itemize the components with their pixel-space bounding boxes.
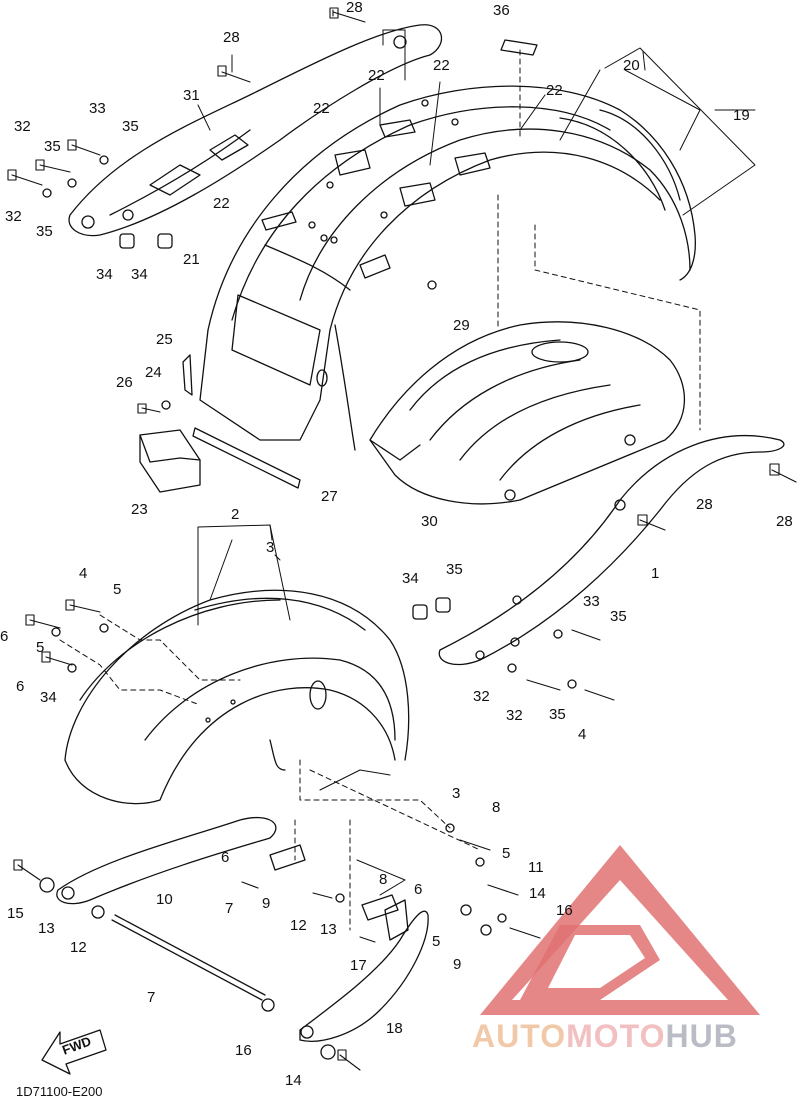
callout-number: 25 xyxy=(156,331,173,348)
callout-number: 33 xyxy=(583,593,600,610)
callout-number: 8 xyxy=(492,799,501,816)
axle-17 xyxy=(111,914,266,1001)
callout-number: 33 xyxy=(89,100,106,117)
callout-number: 6 xyxy=(221,849,230,866)
watermark-text: AUTOMOTOHUB xyxy=(472,1018,738,1055)
callout-number: 13 xyxy=(320,921,337,938)
callout-number: 1 xyxy=(651,565,660,582)
callout-number: 11 xyxy=(528,859,544,876)
license-parts xyxy=(139,354,301,493)
callout-number: 22 xyxy=(213,195,230,212)
fork-stay-right xyxy=(299,910,429,1042)
callout-number: 30 xyxy=(421,513,438,530)
callout-number: 13 xyxy=(38,920,55,937)
callout-number: 2 xyxy=(231,506,240,523)
watermark-logo xyxy=(480,845,760,1015)
bolts xyxy=(7,7,797,1071)
callout-number: 5 xyxy=(113,581,122,598)
rail-30 xyxy=(438,435,785,666)
callout-number: 20 xyxy=(623,57,640,74)
callout-number: 35 xyxy=(44,138,61,155)
callout-number: 32 xyxy=(506,707,523,724)
callout-number: 5 xyxy=(502,845,511,862)
callout-number: 35 xyxy=(122,118,139,135)
collars xyxy=(39,155,577,1060)
callout-number: 35 xyxy=(549,706,566,723)
callout-number: 32 xyxy=(473,688,490,705)
callout-number: 22 xyxy=(433,57,450,74)
callout-number: 24 xyxy=(145,364,162,381)
callout-number: 26 xyxy=(116,374,133,391)
callout-number: 14 xyxy=(529,885,546,902)
rear-fender xyxy=(199,39,696,451)
callout-number: 14 xyxy=(285,1072,302,1089)
callout-number: 3 xyxy=(452,785,461,802)
callout-number: 28 xyxy=(696,496,713,513)
fender-liner-27 xyxy=(369,321,686,505)
callout-number: 19 xyxy=(733,107,750,124)
fork-stay-left xyxy=(56,816,277,905)
callout-number: 28 xyxy=(346,0,363,16)
callout-number: 35 xyxy=(446,561,463,578)
callout-number: 8 xyxy=(379,871,388,888)
callout-number: 22 xyxy=(313,100,330,117)
callout-number: 5 xyxy=(432,933,441,950)
callout-number: 18 xyxy=(386,1020,403,1037)
leader-lines xyxy=(59,49,701,931)
bracket-31 xyxy=(68,24,443,237)
callout-number: 34 xyxy=(96,266,113,283)
watermark-part-hub: HUB xyxy=(665,1018,738,1054)
small-brackets xyxy=(269,844,409,941)
callout-number: 4 xyxy=(79,565,88,582)
callout-number: 21 xyxy=(183,251,200,268)
callout-number: 34 xyxy=(40,689,57,706)
callout-number: 6 xyxy=(0,628,9,645)
callout-number: 22 xyxy=(546,82,563,99)
callout-number: 36 xyxy=(493,2,510,19)
callout-number: 10 xyxy=(156,891,173,908)
callout-number: 27 xyxy=(321,488,338,505)
callout-number: 12 xyxy=(70,939,87,956)
callout-number: 35 xyxy=(36,223,53,240)
callout-number: 6 xyxy=(414,881,423,898)
callout-number: 16 xyxy=(235,1042,252,1059)
drawing-code: 1D71100-E200 xyxy=(16,1084,103,1099)
callout-number: 32 xyxy=(5,208,22,225)
callout-number: 7 xyxy=(147,989,156,1006)
callout-number: 32 xyxy=(14,118,31,135)
callout-number: 34 xyxy=(402,570,419,587)
front-fender xyxy=(64,589,410,805)
callout-number: 15 xyxy=(7,905,24,922)
callout-number: 35 xyxy=(610,608,627,625)
callout-number: 5 xyxy=(36,639,45,656)
watermark-part-moto: MOTO xyxy=(566,1018,666,1054)
callout-number: 16 xyxy=(556,902,573,919)
fwd-arrow xyxy=(41,1029,107,1075)
callout-number: 4 xyxy=(578,726,587,743)
callout-number: 31 xyxy=(183,87,200,104)
callout-number: 9 xyxy=(262,895,271,912)
callout-number: 6 xyxy=(16,678,25,695)
callout-number: 28 xyxy=(776,513,793,530)
watermark-part-auto: AUTO xyxy=(472,1018,567,1054)
callout-number: 17 xyxy=(350,957,367,974)
callout-number: 28 xyxy=(223,29,240,46)
callout-number: 23 xyxy=(131,501,148,518)
callout-number: 12 xyxy=(290,917,307,934)
callout-number: 29 xyxy=(453,317,470,334)
callout-number: 22 xyxy=(368,67,385,84)
callout-number: 34 xyxy=(131,266,148,283)
callout-number: 3 xyxy=(266,539,275,556)
callout-number: 9 xyxy=(453,956,462,973)
callout-lines xyxy=(197,29,756,896)
callout-number: 7 xyxy=(225,900,234,917)
